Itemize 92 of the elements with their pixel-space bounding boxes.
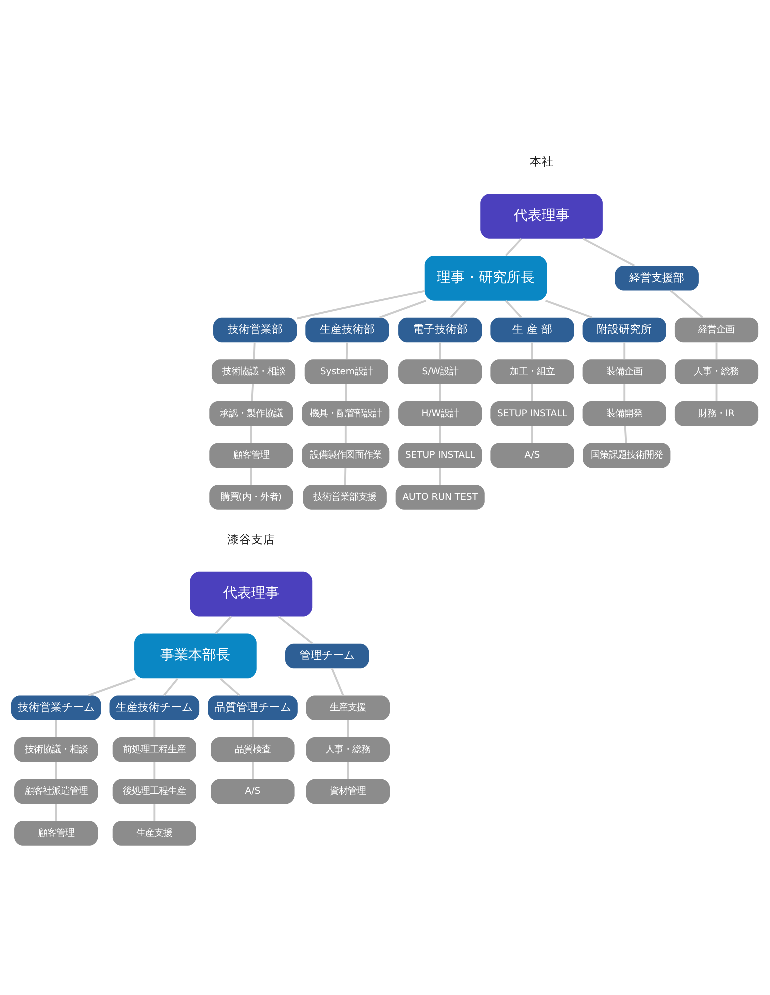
connector (215, 616, 232, 634)
node-box: 装備企画 (582, 360, 666, 384)
connector (506, 300, 522, 318)
connector (716, 342, 718, 360)
connector (345, 384, 348, 402)
node-box: 前処理工程生産 (112, 738, 196, 762)
connector (250, 468, 252, 485)
node-box: 資材管理 (306, 779, 390, 804)
node-box: SETUP INSTALL (490, 402, 574, 426)
node-box: 技術営業部 (214, 318, 298, 343)
connector (346, 342, 348, 360)
connector (379, 300, 427, 319)
node-box: 事業本部長 (134, 634, 257, 679)
node-box: A/S (211, 779, 295, 804)
connector (670, 290, 704, 318)
connector (252, 762, 254, 780)
node-box: A/S (490, 443, 574, 468)
node-box: 生産技術部 (306, 318, 390, 343)
connector (532, 426, 534, 444)
node-box: 顧客管理 (14, 821, 98, 846)
connector (505, 238, 522, 256)
connector (439, 342, 442, 360)
node-box: 生産支援 (306, 696, 390, 720)
connector (439, 468, 442, 485)
connector (55, 762, 58, 780)
node-box: 代表理事 (480, 194, 603, 239)
connector (88, 678, 136, 696)
connector (55, 804, 58, 821)
node-box: 経営企画 (674, 318, 759, 343)
node-box: 財務・IR (674, 402, 759, 426)
connector (347, 720, 350, 738)
connector (331, 668, 344, 696)
node-box: 品質管理チーム (208, 696, 298, 720)
node-box: 装備開発 (582, 402, 666, 426)
connector (532, 384, 534, 402)
node-box: 加工・組立 (490, 360, 574, 384)
node-box: 生 産 部 (490, 318, 574, 343)
node-box: 技術営業部支援 (303, 485, 387, 510)
node-box: 電子技術部 (398, 318, 482, 343)
connector (439, 426, 442, 444)
node-box: 代表理事 (190, 572, 313, 617)
connector (250, 426, 252, 444)
node-box: 管理チーム (286, 644, 370, 669)
node-box: 国策課題技術開発 (583, 443, 671, 468)
node-box: S/W設計 (398, 360, 482, 384)
node-box: 生産支援 (112, 821, 196, 846)
connector (252, 720, 254, 738)
node-box: 技術協議・相談 (14, 738, 98, 762)
node-box: System設計 (304, 360, 388, 384)
label: 漆谷支店 (227, 532, 276, 547)
node-box: AUTO RUN TEST (396, 485, 485, 510)
node-box: 設備製作図面作業 (302, 443, 390, 468)
connector (297, 290, 426, 320)
connector (532, 342, 534, 360)
node-box: H/W設計 (398, 402, 482, 426)
node-box: 顧客社派遣管理 (14, 779, 98, 804)
connector (347, 762, 350, 780)
node-box: 技術協議・相談 (212, 360, 296, 384)
node-box: 経営支援部 (615, 266, 699, 291)
connector (164, 678, 179, 696)
connector (220, 678, 240, 696)
connector (545, 300, 593, 319)
connector (624, 384, 626, 402)
node-box: 承認・製作協議 (210, 402, 294, 426)
connector (439, 384, 442, 402)
node-box: 品質検査 (211, 738, 295, 762)
connector (716, 384, 718, 402)
connector (154, 762, 156, 780)
label: 本社 (530, 154, 554, 169)
node-box: 機具・配管部設計 (302, 402, 390, 426)
node-box: 生産技術チーム (110, 696, 200, 720)
node-box: 顧客管理 (210, 443, 294, 468)
node-box: SETUP INSTALL (398, 443, 482, 468)
connector (278, 616, 314, 644)
connector (624, 426, 628, 444)
connector (344, 468, 347, 485)
connector (55, 720, 58, 738)
connector (154, 804, 156, 821)
connector (251, 384, 254, 402)
node-box: 人事・総務 (674, 360, 759, 384)
connector (154, 720, 156, 738)
node-box: 後処理工程生産 (112, 779, 196, 804)
connector (624, 342, 626, 360)
node-box: 技術営業チーム (11, 696, 102, 720)
connector (253, 342, 256, 360)
connector (582, 238, 636, 267)
node-box: 人事・総務 (306, 738, 390, 762)
node-box: 理事・研究所長 (424, 256, 548, 301)
node-box: 購買(内・外者) (210, 485, 294, 510)
node-box: 附設研究所 (582, 318, 666, 343)
connector (450, 300, 467, 318)
connector (344, 426, 347, 444)
